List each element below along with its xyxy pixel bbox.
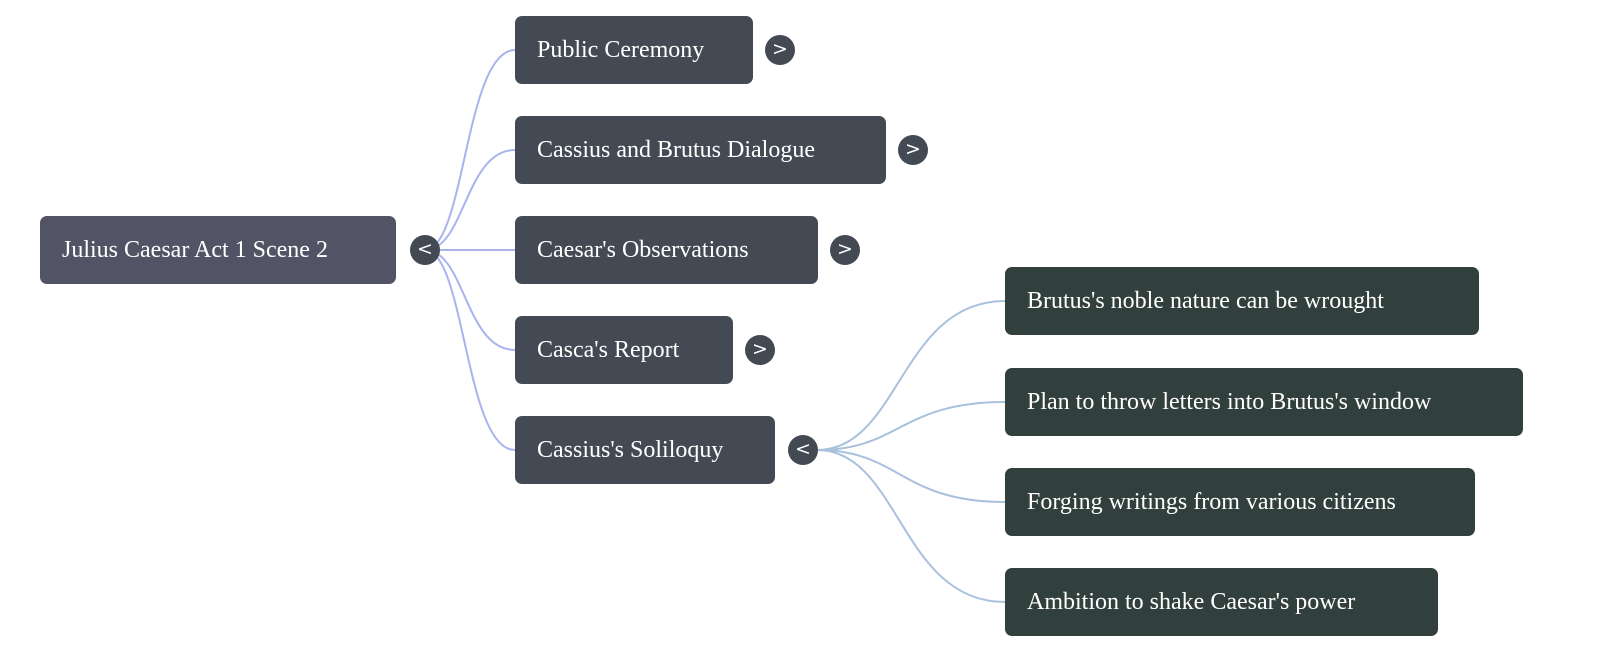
expand-toggle-cascas-report[interactable]: > — [745, 335, 775, 365]
expand-icon: > — [837, 238, 853, 260]
connector-soliloquy-throw-letters — [816, 401, 1006, 451]
connector-root-cascas-report — [424, 249, 516, 351]
expand-toggle-cassius-brutus-dialogue[interactable]: > — [898, 135, 928, 165]
branch-label: Public Ceremony — [537, 37, 705, 63]
expand-icon: > — [905, 138, 921, 160]
root-node-label: Julius Caesar Act 1 Scene 2 — [62, 237, 328, 263]
connector-soliloquy-noble-nature — [816, 300, 1006, 451]
expand-icon: > — [752, 338, 768, 360]
expand-toggle-caesars-observations[interactable]: > — [830, 235, 860, 265]
branch-node-cascas-report[interactable]: Casca's Report — [515, 316, 733, 384]
branch-label: Cassius and Brutus Dialogue — [537, 137, 815, 163]
expand-icon: > — [772, 38, 788, 60]
branch-label: Caesar's Observations — [537, 237, 749, 263]
expand-toggle-public-ceremony[interactable]: > — [765, 35, 795, 65]
branch-label: Cassius's Soliloquy — [537, 437, 724, 463]
connector-soliloquy-forging-writings — [816, 449, 1006, 503]
leaf-node-noble-nature[interactable]: Brutus's noble nature can be wrought — [1005, 267, 1479, 335]
leaf-node-forging-writings[interactable]: Forging writings from various citizens — [1005, 468, 1475, 536]
root-collapse-toggle[interactable]: < — [410, 235, 440, 265]
leaf-node-throw-letters[interactable]: Plan to throw letters into Brutus's wind… — [1005, 368, 1523, 436]
leaf-node-ambition[interactable]: Ambition to shake Caesar's power — [1005, 568, 1438, 636]
branch-node-public-ceremony[interactable]: Public Ceremony — [515, 16, 753, 84]
branch-node-caesars-observations[interactable]: Caesar's Observations — [515, 216, 818, 284]
branch-label: Casca's Report — [537, 337, 680, 363]
collapse-toggle-cassius-soliloquy[interactable]: < — [788, 435, 818, 465]
leaf-label: Forging writings from various citizens — [1027, 489, 1396, 515]
branch-node-cassius-brutus-dialogue[interactable]: Cassius and Brutus Dialogue — [515, 116, 886, 184]
branch-node-cassius-soliloquy[interactable]: Cassius's Soliloquy — [515, 416, 775, 484]
leaf-label: Brutus's noble nature can be wrought — [1027, 288, 1384, 314]
connector-root-cassius-soliloquy — [424, 249, 516, 451]
leaf-label: Ambition to shake Caesar's power — [1027, 589, 1356, 615]
connector-soliloquy-ambition — [816, 449, 1006, 603]
collapse-icon: < — [417, 238, 433, 260]
connector-root-public-ceremony — [424, 49, 516, 251]
connector-root-cassius-brutus-dialogue — [424, 149, 516, 251]
leaf-label: Plan to throw letters into Brutus's wind… — [1027, 389, 1432, 415]
root-node[interactable]: Julius Caesar Act 1 Scene 2 — [40, 216, 396, 284]
collapse-icon: < — [795, 438, 811, 460]
